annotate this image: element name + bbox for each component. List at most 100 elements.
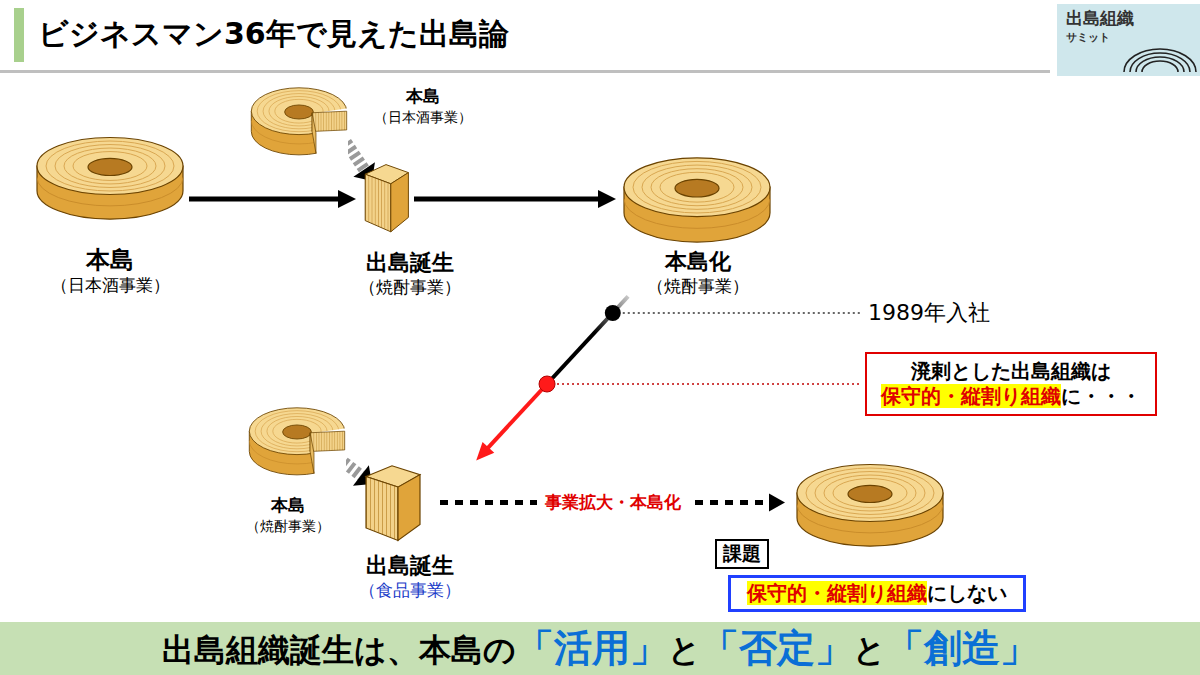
baumkuchen: [622, 148, 772, 246]
title-accent: [14, 8, 24, 62]
cake-node: 本島（焼酎事業）: [240, 400, 350, 530]
cake-node: 出島誕生（食品事業）: [345, 462, 475, 602]
cake-drawing: [624, 158, 770, 242]
logo-text: 出島組織: [1066, 8, 1134, 28]
edge-label: 事業拡大・本島化: [537, 491, 689, 514]
logo-arc: [1124, 49, 1196, 72]
leader-line: [623, 312, 860, 314]
node-text: に・・・: [1061, 384, 1141, 408]
text-line: 本島: [240, 495, 335, 516]
text-line: 保守的・縦割り組織に・・・: [881, 384, 1141, 409]
cake-drawing: [37, 138, 183, 220]
node-text: 保守的・縦割り組織: [747, 581, 927, 605]
node-text: 出島誕生（焼酎事業）: [345, 249, 475, 298]
text-line: 出島組織誕生は、本島の「活用」と「否定」と「創造」: [162, 625, 1038, 673]
text-line: （焼酎事業）: [240, 516, 335, 536]
connector: [476, 296, 628, 460]
node-text: と: [668, 631, 701, 669]
timeline-label: 1989年入社: [868, 300, 990, 326]
node-text: 出島誕生（食品事業）: [345, 552, 475, 601]
node-text: 「創造」: [886, 626, 1038, 670]
node-text: 本島（日本酒事業）: [20, 245, 200, 296]
node-text: 溌剌とした出島組織は: [911, 359, 1111, 383]
connector-line: [414, 197, 600, 202]
connector: [414, 190, 616, 208]
node-text: 本島化（焼酎事業）: [610, 248, 785, 297]
arrow-head: [769, 494, 785, 512]
cake-piece: [362, 163, 410, 235]
logo-box: [1057, 4, 1200, 76]
text-line: 本島: [358, 86, 488, 107]
connector-line: [189, 197, 340, 202]
cake-node: 課題: [712, 455, 952, 573]
text-line: 出島誕生: [345, 249, 475, 277]
cake-node: 本島（日本酒事業）: [20, 125, 200, 295]
text-line: （焼酎事業）: [610, 276, 785, 297]
arrow-head: [338, 190, 356, 208]
cake-node: 本島化（焼酎事業）: [610, 148, 785, 295]
node-text: 本島: [406, 86, 440, 106]
cake-drawing: [366, 466, 420, 541]
baumkuchen: [250, 80, 348, 158]
summary-band: 出島組織誕生は、本島の「活用」と「否定」と「創造」: [0, 622, 1200, 675]
node-text: 「活用」: [516, 626, 668, 670]
timeline-arrow: [487, 296, 628, 448]
cake-node: 本島 （日本酒事業）: [248, 80, 488, 160]
striped-arrow: [346, 142, 365, 171]
text-line: （食品事業）: [345, 580, 475, 601]
leader-line: [557, 383, 861, 385]
node-text: 本島化: [665, 249, 731, 274]
node-text: にしない: [927, 581, 1007, 605]
node-text: 課題: [715, 539, 769, 569]
text-line: 本島: [20, 245, 200, 275]
cake-piece: [362, 464, 422, 544]
cake-drawing: [249, 408, 346, 478]
baumkuchen: [35, 128, 185, 223]
cake-drawing: [797, 465, 943, 547]
node-text: （日本酒事業）: [374, 109, 472, 125]
node-text: 出島誕生: [366, 250, 454, 275]
node-text: 出島誕生: [366, 553, 454, 578]
baumkuchen: [795, 455, 945, 550]
text-line: 保守的・縦割り組織にしない: [747, 581, 1007, 606]
logo-arc: [1136, 57, 1184, 72]
timeline-dot: [539, 376, 555, 392]
connector: [189, 190, 356, 208]
title-underline: [0, 70, 1050, 73]
callout-box: 保守的・縦割り組織にしない: [728, 575, 1026, 612]
text-line: 出島誕生: [345, 552, 475, 580]
logo-arc: [1130, 53, 1190, 72]
text-line: （日本酒事業）: [20, 275, 200, 296]
striped-arrow: [344, 462, 362, 476]
node-text: 「否定」: [701, 626, 853, 670]
text-line: （日本酒事業）: [358, 107, 488, 127]
text-line: 課題: [715, 539, 769, 569]
node-text: （焼酎事業）: [246, 518, 330, 534]
logo-text: サミット: [1066, 31, 1110, 44]
node-text: 本島 （日本酒事業）: [358, 86, 488, 127]
node-text: 保守的・縦割り組織: [881, 384, 1061, 408]
node-text: 出島組織誕生は、本島の: [162, 631, 516, 669]
node-text: （日本酒事業）: [51, 275, 170, 295]
node-text: （焼酎事業）: [647, 276, 749, 296]
timeline-dot: [605, 305, 621, 321]
arrow-head: [598, 190, 616, 208]
cake-node: 出島誕生（焼酎事業）: [345, 163, 475, 295]
node-text: 課題: [715, 539, 769, 569]
logo-arc: [1142, 61, 1178, 72]
text-line: （焼酎事業）: [345, 277, 475, 298]
baumkuchen: [248, 400, 346, 478]
callout-box: 溌剌とした出島組織は保守的・縦割り組織に・・・: [865, 352, 1157, 416]
node-text: （焼酎事業）: [359, 277, 461, 297]
cake-drawing: [251, 88, 348, 158]
cake-drawing: [365, 165, 408, 232]
node-text: （食品事業）: [359, 580, 461, 600]
node-text: 本島: [86, 246, 134, 274]
arrow-head: [476, 442, 494, 461]
text-line: 本島化: [610, 248, 785, 276]
page-title: ビジネスマン36年で見えた出島論: [38, 14, 509, 55]
node-text: 本島 （焼酎事業）: [240, 495, 335, 536]
